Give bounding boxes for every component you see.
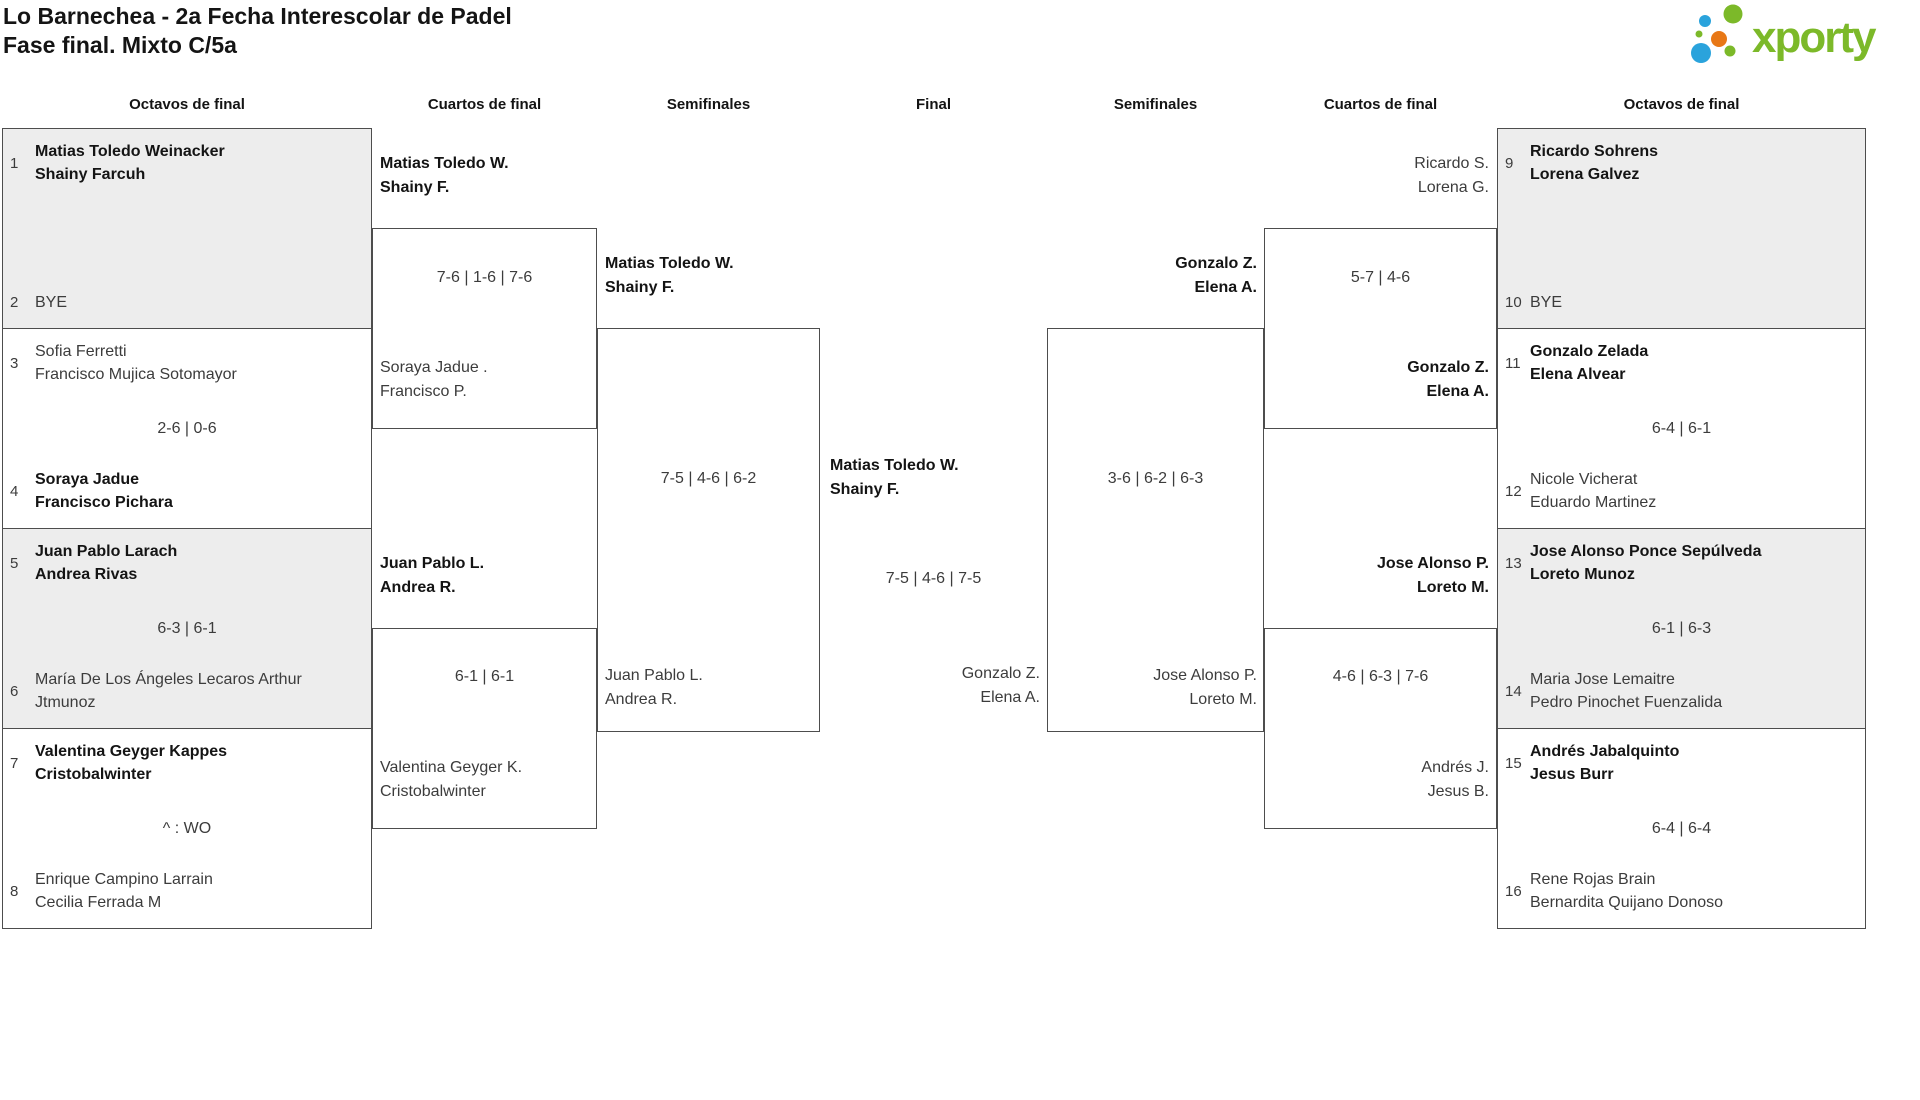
seed-number: 16 — [1505, 882, 1522, 900]
qf-r-match-1-box — [1264, 228, 1497, 429]
round-header-octavos-right: Octavos de final — [1623, 96, 1740, 113]
seed-number: 10 — [1505, 294, 1522, 311]
seed-number: 3 — [10, 354, 19, 372]
team-names: Gonzalo Z.Elena A. — [1407, 359, 1489, 400]
match-score: ^ : WO — [162, 819, 212, 837]
team-names: BYE — [1530, 294, 1563, 311]
seed-number: 12 — [1505, 482, 1522, 500]
qf-l-match-1-box — [372, 228, 597, 429]
match-score: 2-6 | 0-6 — [157, 419, 217, 437]
sf-r-match-box — [1047, 328, 1264, 732]
seed-number: 1 — [10, 154, 19, 172]
match-score: 6-4 | 6-4 — [1651, 819, 1712, 837]
team-names: Jose Alonso P.Loreto M. — [1153, 667, 1257, 708]
round-header-semis-right: Semifinales — [1113, 96, 1198, 113]
page-subtitle: Fase final. Mixto C/5a — [3, 32, 237, 58]
seed-number: 15 — [1505, 754, 1522, 772]
page-title: Lo Barnechea - 2a Fecha Interescolar de … — [3, 3, 512, 29]
match-score: 7-5 | 4-6 | 6-2 — [660, 470, 757, 487]
team-names: Matias Toledo W.Shainy F. — [830, 457, 959, 498]
match-score: 7-5 | 4-6 | 7-5 — [885, 570, 982, 587]
match-score: 6-4 | 6-1 — [1651, 419, 1712, 437]
logo-dot — [1711, 31, 1727, 47]
match-score: 6-1 | 6-3 — [1651, 619, 1712, 637]
team-names: Jose Alonso P.Loreto M. — [1376, 555, 1489, 596]
team-names: Andrés J.Jesus B. — [1421, 759, 1489, 800]
logo-dot — [1723, 4, 1743, 24]
logo-dot — [1724, 45, 1736, 57]
team-names: Ricardo S.Lorena G. — [1414, 155, 1489, 196]
match-score: 4-6 | 6-3 | 7-6 — [1332, 668, 1429, 685]
sf-l-match-box — [597, 328, 820, 732]
seed-number: 11 — [1505, 354, 1521, 372]
team-names: Gonzalo Z.Elena A. — [961, 665, 1040, 706]
qf-r-match-2-box — [1264, 628, 1497, 829]
team-names: Juan Pablo L.Andrea R. — [380, 555, 485, 596]
round-header-cuartos-left: Cuartos de final — [427, 96, 542, 113]
seed-number: 4 — [10, 482, 19, 500]
xporty-logo-dots-icon — [1691, 4, 1743, 63]
match-score: 3-6 | 6-2 | 6-3 — [1107, 470, 1204, 487]
round-header-semis-left: Semifinales — [666, 96, 751, 113]
seed-number: 2 — [10, 294, 19, 311]
xporty-logo-text: xporty — [1752, 13, 1876, 62]
seed-number: 8 — [10, 882, 19, 900]
seed-number: 9 — [1505, 154, 1514, 172]
logo-dot — [1695, 30, 1703, 38]
qf-l-match-2-box — [372, 628, 597, 829]
team-names: Soraya Jadue .Francisco P. — [380, 359, 488, 400]
seed-number: 7 — [10, 754, 19, 772]
match-score: 7-6 | 1-6 | 7-6 — [436, 269, 533, 286]
match-score: 5-7 | 4-6 — [1350, 269, 1411, 286]
seed-number: 5 — [10, 554, 19, 572]
team-names: Matias Toledo W.Shainy F. — [605, 255, 734, 296]
round-header-octavos-left: Octavos de final — [129, 96, 245, 113]
seed-number: 13 — [1505, 554, 1522, 572]
seed-number: 14 — [1505, 682, 1522, 700]
round-header-cuartos-right: Cuartos de final — [1323, 96, 1438, 113]
team-names: Juan Pablo L.Andrea R. — [605, 667, 703, 708]
team-names: Matias Toledo W.Shainy F. — [380, 155, 509, 196]
team-names: Valentina Geyger K.Cristobalwinter — [380, 759, 523, 800]
seed-number: 6 — [10, 682, 19, 700]
logo-dot — [1691, 43, 1711, 63]
round-header-final: Final — [915, 96, 951, 113]
logo-dot — [1699, 15, 1711, 27]
match-score: 6-1 | 6-1 — [454, 668, 515, 685]
team-names: BYE — [35, 294, 68, 311]
match-score: 6-3 | 6-1 — [157, 619, 217, 637]
team-names: Gonzalo Z.Elena A. — [1175, 255, 1257, 296]
